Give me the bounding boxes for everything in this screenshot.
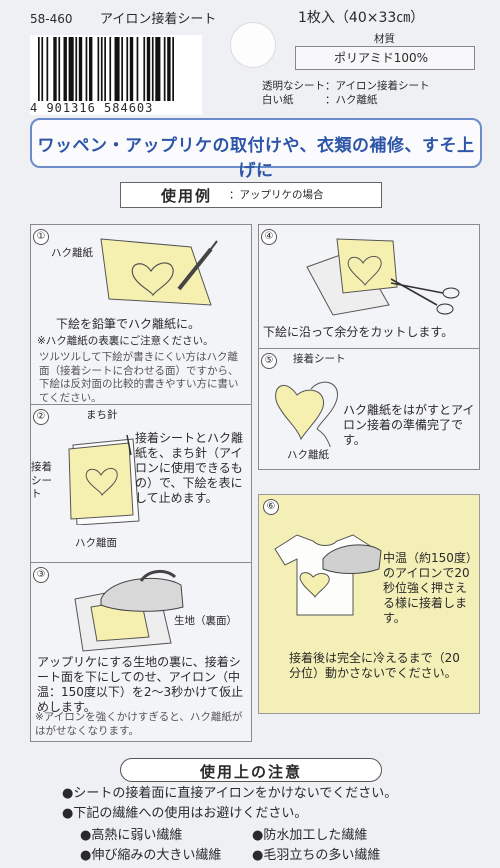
step-5-paper-label: ハク離紙 [287, 449, 329, 461]
fiber-item-2: ●防水加工した繊維 [252, 828, 368, 843]
barcode-bar [68, 37, 74, 101]
barcode-bar [121, 37, 123, 101]
usage-title: 使用例 [161, 187, 213, 205]
barcode-bar [109, 37, 112, 101]
barcode-bar [89, 37, 93, 101]
material-label: 材質 [374, 33, 395, 45]
step-3-main: アップリケにする生地の裏に、接着シート面を下にしてのせ、アイロン（中温：150度… [37, 655, 244, 714]
step-3-note: ※アイロンを強くかけすぎると、ハク離紙がはがせなくなります。 [35, 711, 243, 737]
barcode-bar [41, 37, 44, 101]
fiber-item-1: ●高熱に弱い繊維 [80, 828, 183, 843]
step-4-main: 下絵に沿って余分をカットします。 [263, 325, 454, 339]
usage-subtitle: ：アップリケの場合 [229, 189, 324, 201]
barcode-bar [63, 37, 67, 101]
clear-sheet-legend: 透明なシート：アイロン接着シート [262, 80, 430, 92]
material-box: ポリアミド100% [295, 46, 475, 70]
step-5-sheet-label: 接着シート [293, 353, 346, 365]
step-3-number: ③ [33, 567, 49, 583]
step-2-panel: ② まち針 接着シート ハク離面 接着シートとハク離紙を、まち針（アイロンに使用… [30, 404, 252, 564]
caution-item-1: ●シートの接着面に直接アイロンをかけないでください。 [62, 786, 398, 801]
step-1-main: 下絵を鉛筆でハク離紙に。 [56, 317, 201, 331]
barcode-bar [114, 37, 120, 101]
step-4-panel: ④ 下絵に沿って余分をカットします。 [258, 224, 480, 350]
usage-banner: ワッペン・アップリケの取付けや、衣類の補修、すそ上げに [30, 118, 482, 181]
barcode-bar [129, 37, 134, 101]
fiber-item-3: ●伸び縮みの大きい繊維 [80, 848, 222, 863]
step-1-note1: ※ハク離紙の表裏にご注意ください。 [37, 335, 214, 347]
step-2-sheet-label: 接着シート [31, 461, 52, 501]
usage-title-bar: 使用例 ：アップリケの場合 [120, 182, 382, 208]
step-4-illustration [306, 238, 460, 316]
cautions-title: 使用上の注意 [199, 763, 302, 781]
step-1-number: ① [33, 229, 49, 245]
step-6-illustration [274, 534, 382, 616]
step-5-panel: ⑤ 接着シート ハク離紙 ハク離紙をはがすとアイロン接着の準備完了です。 [258, 348, 480, 470]
step-3-panel: ③ 生地（裏面） アップリケにする生地の裏に、接着シート面を下にしてのせ、アイロ… [30, 562, 252, 742]
barcode-bar [167, 37, 171, 101]
step-5-main: ハク離紙をはがすとアイロン接着の準備完了です。 [343, 403, 475, 447]
step-2-release-label: ハク離面 [75, 537, 117, 549]
step-6-note: 接着後は完全に冷えるまで（20分位）動かさないでください。 [289, 651, 460, 680]
barcode-bar [38, 37, 40, 101]
caution-item-2: ●下記の繊維への使用はお避けください。 [62, 806, 308, 821]
step-6-main: 中温（約150度）のアイロンで20秒位強く押さえる様に接着します。 [383, 551, 472, 625]
barcode-bar [146, 37, 151, 101]
barcode: 4 901316 584603 [30, 35, 202, 115]
hanging-hole [230, 22, 276, 68]
barcode-bar [46, 37, 49, 101]
barcode-bar [97, 37, 100, 101]
fiber-item-4: ●毛羽立ちの多い繊維 [252, 848, 381, 863]
product-code: 58-460 [30, 12, 73, 26]
barcode-bars [38, 37, 174, 101]
material-value: ポリアミド100% [334, 51, 429, 65]
barcode-bar [151, 37, 154, 101]
step-6-panel: ⑥ 中温（約150度）のアイロンで20秒位強く押さえる様に接着します。 接着後は… [258, 494, 480, 714]
product-quantity: 1枚入（40×33㎝） [298, 10, 425, 26]
barcode-number: 4 901316 584603 [30, 101, 154, 115]
product-name: アイロン接着シート [100, 12, 217, 27]
step-1-illustration [100, 238, 218, 306]
barcode-bar [163, 37, 166, 101]
barcode-bar [155, 37, 161, 101]
step-6-number: ⑥ [263, 499, 279, 515]
barcode-bar [85, 37, 88, 101]
step-1-note2: ツルツルして下絵が書きにくい方はハク離面（接着シートに合わせる面）ですから、下絵… [39, 351, 239, 404]
step-4-number: ④ [261, 229, 277, 245]
cautions-title-bar: 使用上の注意 [120, 758, 382, 782]
banner-text: ワッペン・アップリケの取付けや、衣類の補修、すそ上げに [37, 136, 475, 181]
barcode-bar [100, 37, 103, 101]
step-5-illustration [275, 381, 338, 447]
barcode-bar [53, 37, 57, 101]
step-5-number: ⑤ [261, 353, 277, 369]
step-2-number: ② [33, 409, 49, 425]
barcode-bar [75, 37, 78, 101]
white-paper-legend: 白い紙 ：ハク離紙 [262, 94, 378, 106]
barcode-bar [136, 37, 139, 101]
barcode-bar [143, 37, 146, 101]
barcode-bar [58, 37, 61, 101]
step-2-main: 接着シートとハク離紙を、まち針（アイロンに使用できるもの）で、下絵を表にして止め… [135, 431, 244, 505]
barcode-bar [78, 37, 83, 101]
barcode-bar [172, 37, 174, 101]
step-1-paper-label: ハク離紙 [51, 247, 93, 259]
step-3-fabric-label: 生地（裏面） [174, 615, 237, 627]
step-1-panel: ① ハク離紙 下絵を鉛筆でハク離紙に。 ※ハク離紙の表裏にご注意ください。 ツル… [30, 224, 252, 406]
step-2-pin-label: まち針 [86, 409, 118, 421]
barcode-bar [104, 37, 106, 101]
step-3-illustration [74, 570, 184, 652]
barcode-bar [126, 37, 129, 101]
step-2-illustration [68, 434, 140, 525]
